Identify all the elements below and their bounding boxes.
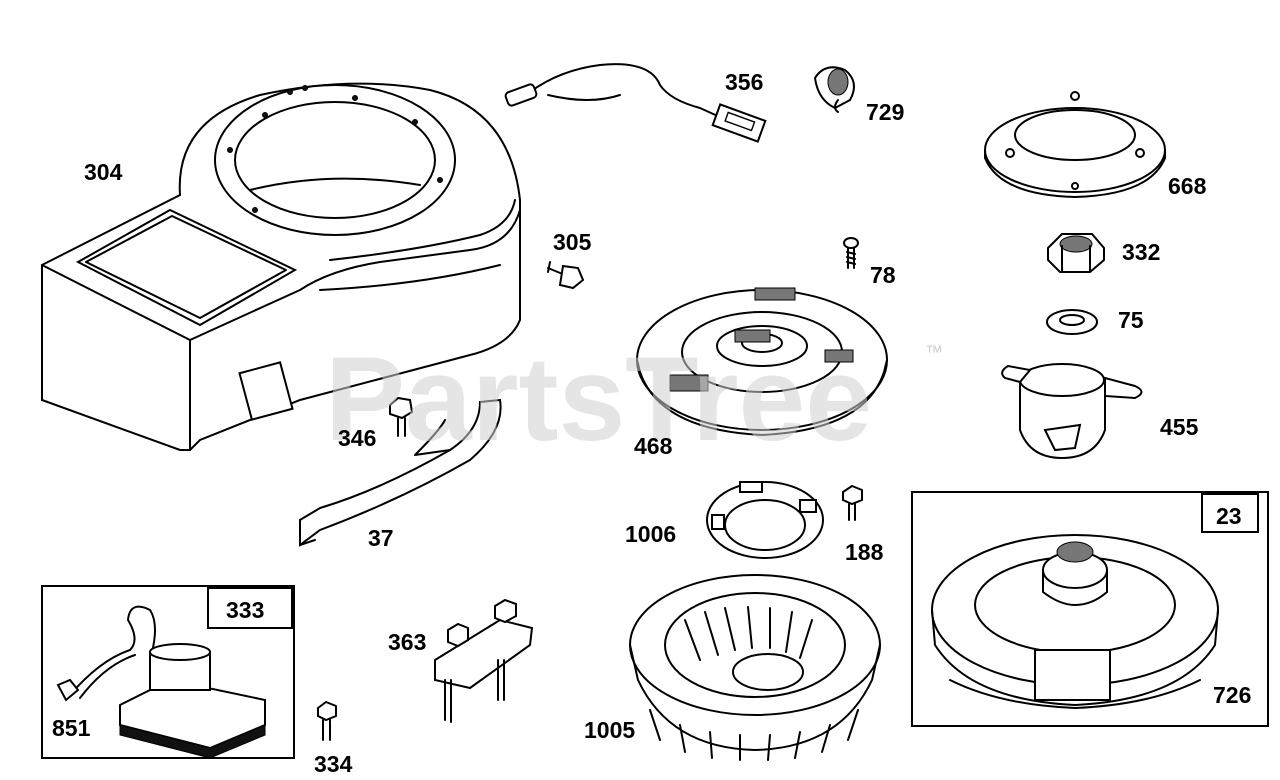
bolt-305-drawing[interactable]: [547, 261, 585, 290]
baffle-drawing[interactable]: [299, 398, 502, 547]
part-label-188[interactable]: 188: [845, 539, 884, 565]
trademark-symbol: ™: [925, 342, 943, 362]
flywheel-drawing[interactable]: [629, 574, 881, 761]
part-label-75[interactable]: 75: [1118, 307, 1144, 333]
ground-wire-drawing[interactable]: [504, 63, 767, 143]
part-label-334[interactable]: 334: [314, 751, 353, 777]
part-label-305[interactable]: 305: [553, 229, 592, 255]
part-label-346[interactable]: 346: [338, 425, 376, 451]
bolt-334-drawing[interactable]: [317, 700, 337, 741]
bracket-drawing[interactable]: [434, 598, 534, 723]
part-label-1006[interactable]: 1006: [625, 521, 676, 547]
flywheel-assembly-box[interactable]: [911, 491, 1269, 727]
part-label-332[interactable]: 332: [1122, 239, 1160, 265]
part-label-468[interactable]: 468: [634, 433, 673, 459]
part-label-363[interactable]: 363: [388, 629, 426, 655]
part-label-726[interactable]: 726: [1213, 682, 1251, 708]
part-label-455[interactable]: 455: [1160, 414, 1199, 440]
washer-drawing[interactable]: [1046, 309, 1098, 335]
part-label-78[interactable]: 78: [870, 262, 896, 288]
part-label-356[interactable]: 356: [725, 69, 763, 95]
partstree-watermark: PartsTree: [325, 332, 872, 466]
plate-drawing[interactable]: [984, 91, 1166, 198]
part-label-37[interactable]: 37: [368, 525, 394, 551]
cup-drawing[interactable]: [1001, 363, 1143, 460]
ignition-module-box[interactable]: [41, 585, 295, 759]
bolt-188-drawing[interactable]: [842, 484, 863, 521]
part-label-729[interactable]: 729: [866, 99, 904, 125]
grommet-drawing[interactable]: [813, 66, 855, 113]
part-label-851[interactable]: 851: [52, 715, 91, 741]
part-label-23[interactable]: 23: [1216, 503, 1242, 529]
part-label-1005[interactable]: 1005: [584, 717, 635, 743]
part-label-304[interactable]: 304: [84, 159, 123, 185]
part-label-668[interactable]: 668: [1168, 173, 1207, 199]
part-label-333[interactable]: 333: [226, 597, 264, 623]
nut-drawing[interactable]: [1047, 233, 1105, 273]
ratchet-drawing[interactable]: [706, 481, 824, 559]
screw-78-drawing[interactable]: [843, 237, 859, 269]
blower-housing-drawing[interactable]: [41, 82, 521, 451]
bolt-346-drawing[interactable]: [389, 396, 414, 437]
rotating-screen-drawing[interactable]: [636, 287, 888, 436]
